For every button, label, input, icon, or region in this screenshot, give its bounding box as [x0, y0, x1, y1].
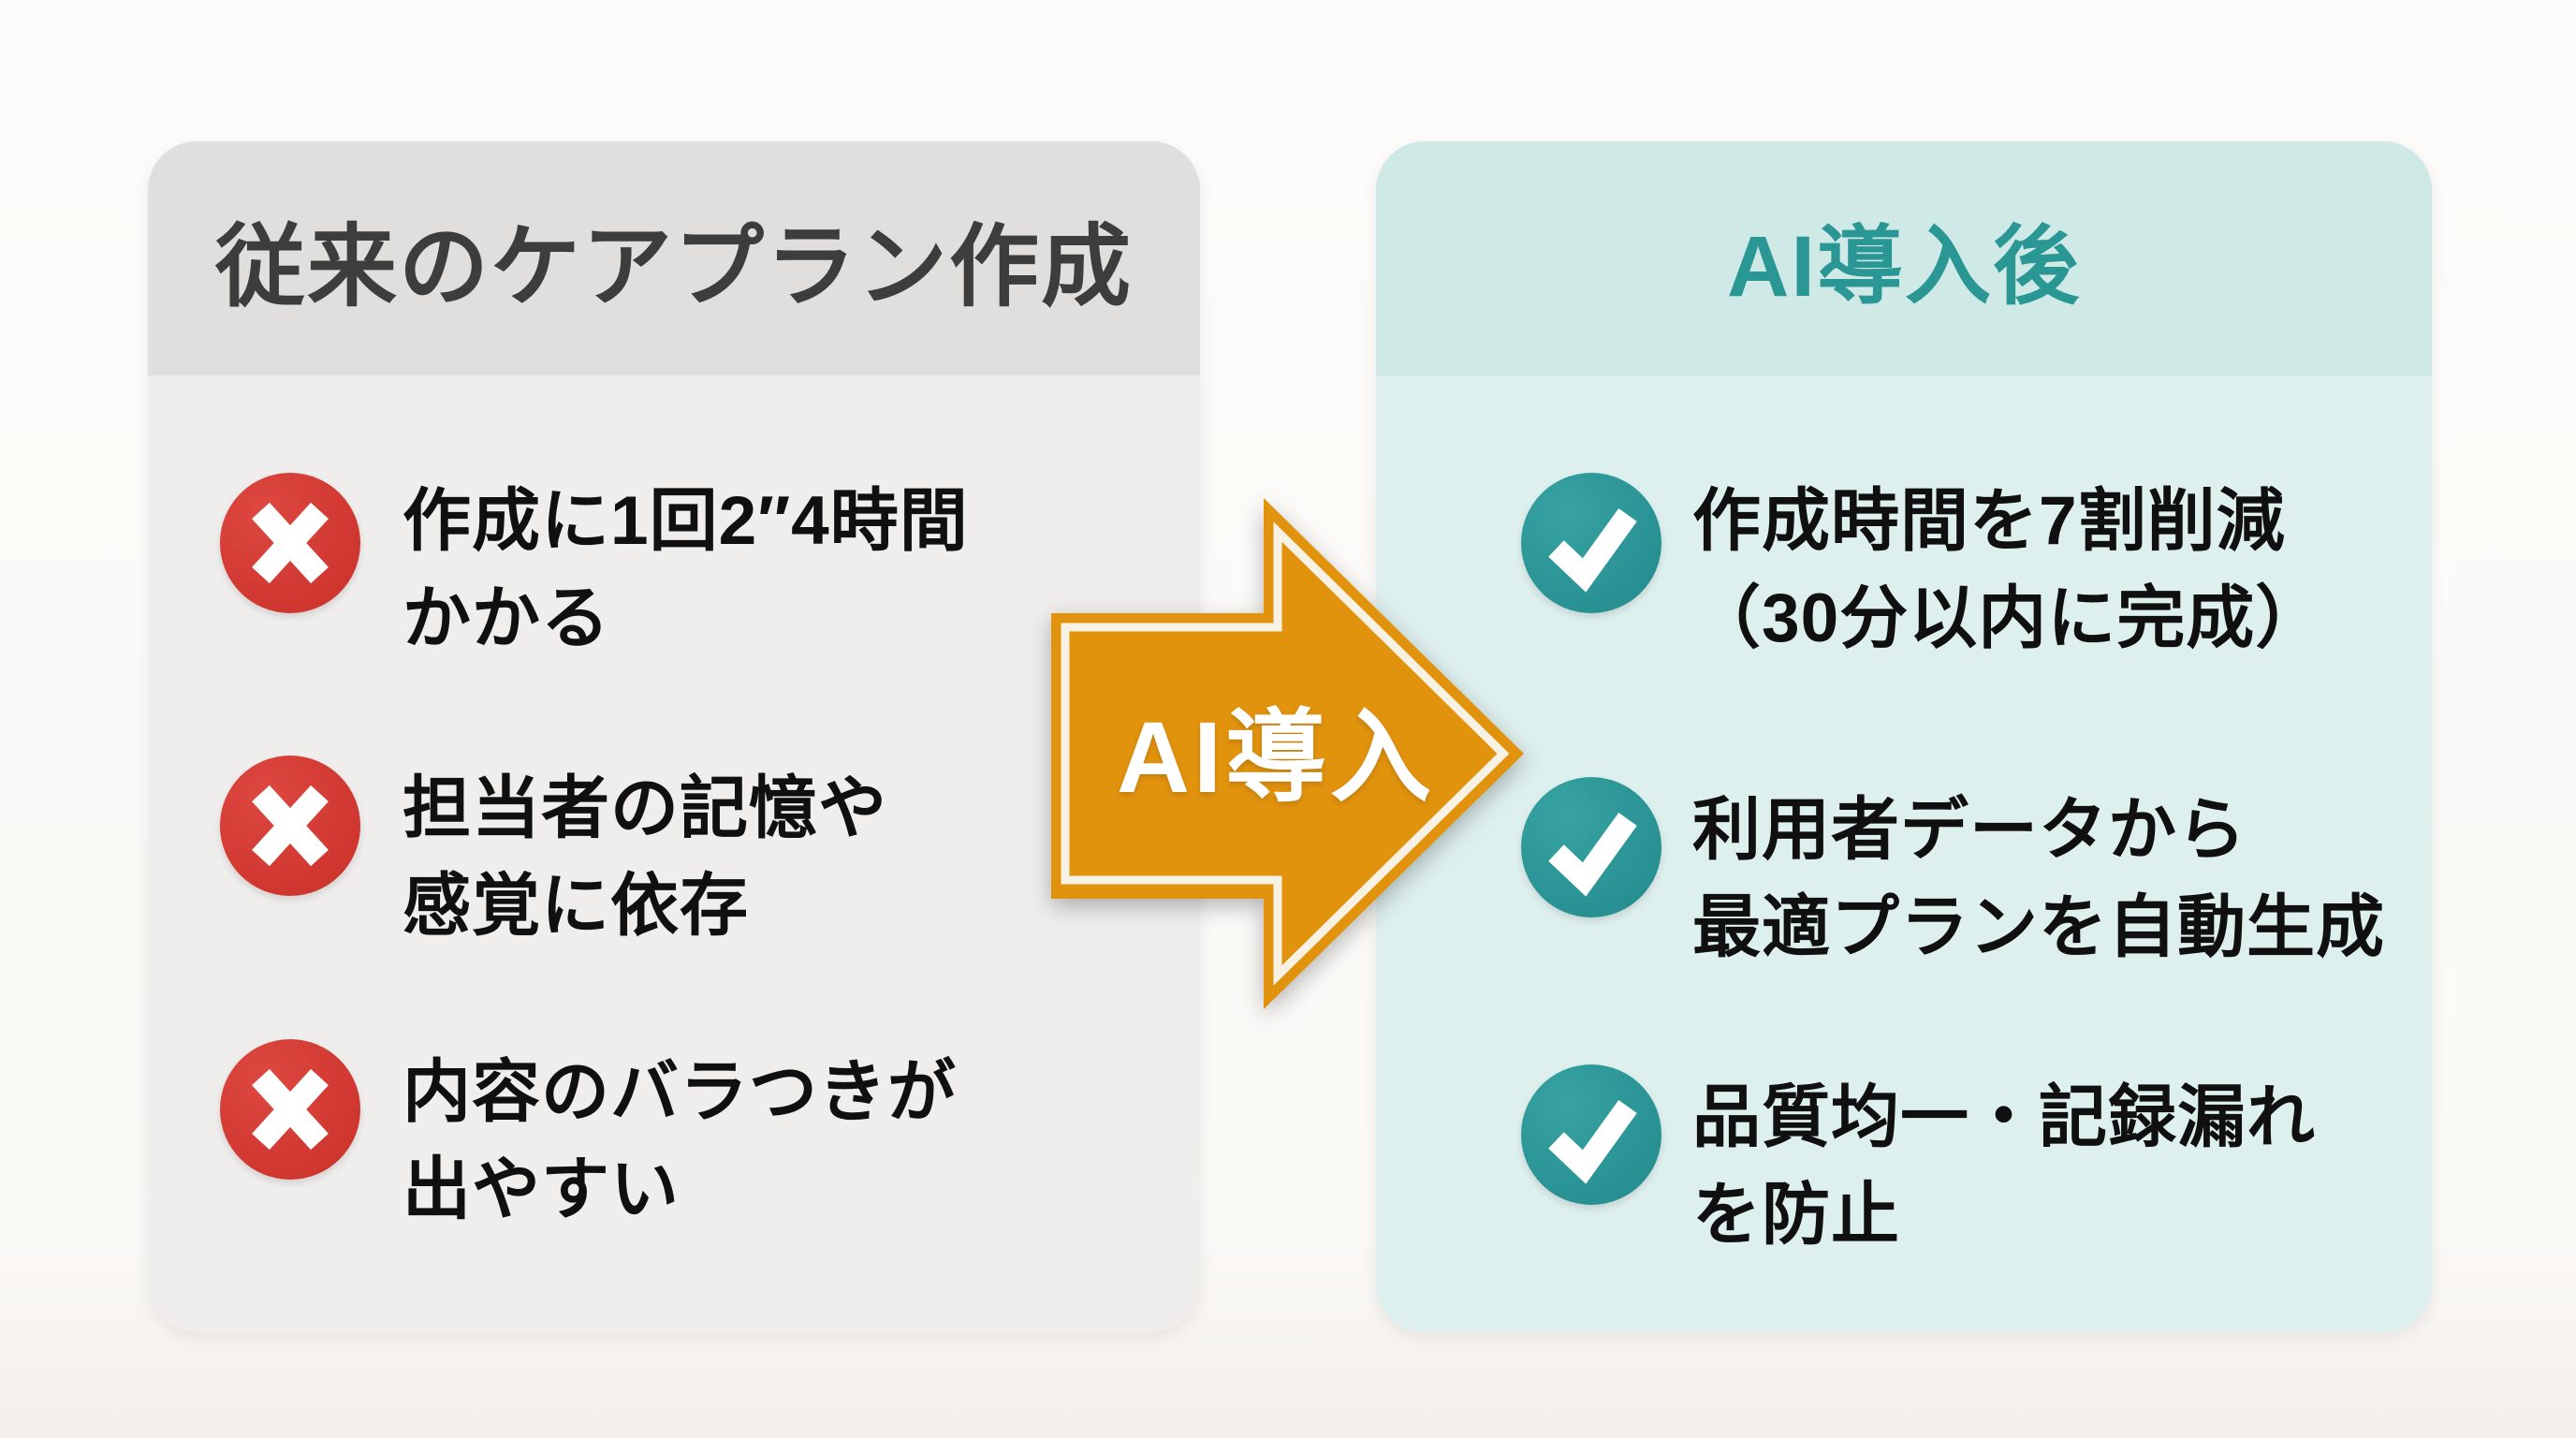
- after-panel-title: AI導入後: [1726, 218, 2081, 315]
- x-icon: [220, 756, 360, 896]
- list-item: 作成に1回2″4時間 かかる: [402, 473, 969, 668]
- list-item: 品質均一・記録漏れ を防止: [1692, 1069, 2316, 1264]
- item-line: 作成時間を7割削減: [1692, 483, 2286, 559]
- x-icon: [220, 473, 360, 613]
- arrow-label: AI導入: [1116, 700, 1435, 814]
- before-panel-header: 従来のケアプラン作成: [148, 141, 1200, 375]
- list-item: 利用者データから 最適プランを自動生成: [1692, 782, 2385, 976]
- list-item: 担当者の記憶や 感覚に依存: [402, 760, 887, 955]
- item-line: かかる: [402, 580, 610, 656]
- item-line: 作成に1回2″4時間: [402, 483, 969, 559]
- x-icon: [220, 1039, 360, 1180]
- before-panel-title: 従来のケアプラン作成: [215, 216, 1133, 317]
- item-line: 内容のバラつきが: [402, 1054, 957, 1130]
- item-line: 感覚に依存: [402, 868, 749, 944]
- item-line: を防止: [1692, 1177, 1900, 1253]
- item-line: 担当者の記憶や: [402, 770, 887, 846]
- check-icon: [1521, 777, 1661, 917]
- item-line: 最適プランを自動生成: [1692, 889, 2385, 965]
- list-item: 作成時間を7割削減 （30分以内に完成）: [1692, 473, 2324, 668]
- after-panel-header: AI導入後: [1376, 141, 2432, 375]
- arrow-right-icon: [1051, 498, 1524, 1009]
- check-icon: [1521, 1064, 1661, 1205]
- item-line: （30分以内に完成）: [1692, 580, 2325, 656]
- item-line: 利用者データから: [1692, 792, 2247, 868]
- check-icon: [1521, 473, 1661, 613]
- list-item: 内容のバラつきが 出やすい: [402, 1044, 957, 1239]
- item-line: 出やすい: [402, 1152, 680, 1227]
- item-line: 品質均一・記録漏れ: [1692, 1079, 2316, 1155]
